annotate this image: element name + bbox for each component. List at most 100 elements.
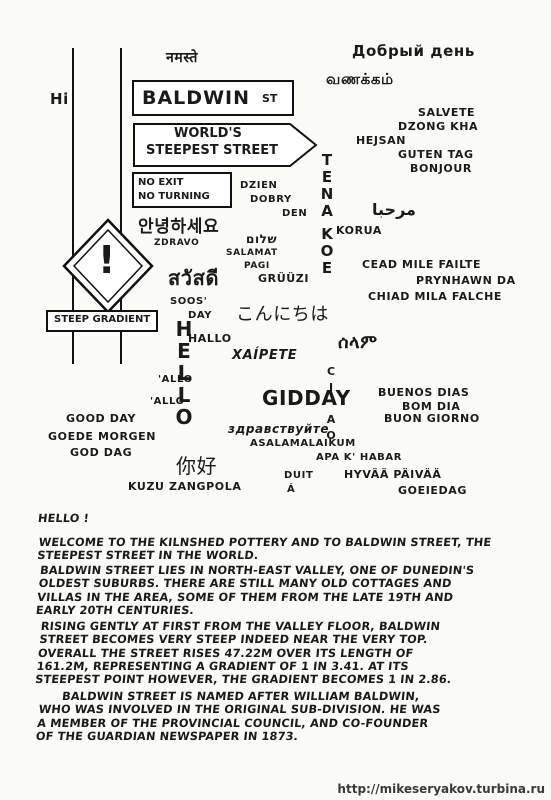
greeting-dzong-kha: DZONG KHA [398, 120, 479, 133]
p2-line: EARLY 20TH CENTURIES. [35, 603, 195, 617]
steepest-line1: WORLD'S [174, 126, 242, 141]
greeting-good-day: GOOD DAY [66, 412, 137, 425]
history-paragraph: BALDWIN STREET IS NAMED AFTER WILLIAM BA… [35, 690, 531, 743]
greeting-thai: สวัสดี [168, 266, 220, 290]
tena-letter: E [321, 168, 333, 186]
greeting-ia: Á [287, 484, 296, 495]
no-exit-sign: NO EXIT NO TURNING [132, 172, 232, 208]
hello-letter: E [177, 339, 191, 363]
steepest-street-arrow-sign [133, 123, 318, 167]
greeting-dzien: DZIEN [240, 180, 278, 191]
greeting-amharic: ሰላም [338, 332, 378, 353]
greeting-salvete: SALVETE [418, 106, 476, 119]
greeting-prynhawn: PRYNHAWN DA [416, 274, 516, 287]
ciao-letter: I [328, 381, 334, 394]
warning-exclamation: ! [98, 238, 116, 282]
greeting-duit: DUIT [284, 470, 314, 481]
greeting-chiad: CHIAD MILA FALCHE [368, 290, 503, 303]
hello-letter: H [175, 317, 193, 341]
greeting-japanese: こんにちは [236, 304, 329, 325]
p3-line: RISING GENTLY AT FIRST FROM THE VALLEY F… [40, 620, 441, 633]
p4-line: OF THE GUARDIAN NEWSPAPER IN 1873. [35, 729, 299, 743]
greeting-hyvaa: HYVÄÄ PÄIVÄÄ [344, 468, 442, 481]
p2-line: OLDEST SUBURBS. THERE ARE STILL MANY OLD… [38, 577, 453, 591]
p4-line: BALDWIN STREET IS NAMED AFTER WILLIAM BA… [61, 690, 421, 703]
sign-street-name: BALDWIN [142, 87, 250, 109]
greeting-zdravstvuyte: здравствуйте [228, 422, 330, 436]
no-exit-line2: NO TURNING [138, 191, 210, 202]
hello-letter: L [177, 383, 191, 407]
koe-letter: E [321, 259, 333, 277]
greeting-hi: Hi [50, 90, 69, 108]
greeting-bonjour: BONJOUR [410, 162, 472, 175]
p4-line: A MEMBER OF THE PROVINCIAL COUNCIL, AND … [36, 716, 429, 730]
greeting-apa: APA K' HABAR [316, 452, 403, 463]
hello-text: HELLO ! [37, 512, 90, 525]
greeting-gruezi: GRÜÜZI [258, 272, 310, 285]
steep-gradient-label: STEEP GRADIENT [54, 314, 151, 325]
steepest-line2: STEEPEST STREET [146, 143, 279, 158]
p3-line: STREET BECOMES VERY STEEP INDEED NEAR TH… [38, 633, 429, 647]
greeting-pagi: PAGI [244, 261, 270, 271]
greeting-hello-vertical: H E L L O [172, 318, 196, 428]
greeting-buenos: BUENOS DIAS [378, 386, 470, 399]
greeting-goede: GOEDE MORGEN [48, 430, 157, 443]
greeting-tamil: வணக்கம் [326, 70, 394, 88]
p1-line: STEEPEST STREET IN THE WORLD. [36, 549, 260, 563]
greeting-salamat: SALAMAT [226, 248, 278, 258]
greeting-asalam: ASALAMALAIKUM [250, 438, 356, 449]
greeting-hindi: नमस्ते [166, 50, 198, 66]
p3-line: STEEPEST POINT HOWEVER, THE GRADIENT BEC… [34, 673, 452, 687]
hello-letter: L [177, 361, 191, 385]
greeting-soos-day: DAY [188, 310, 213, 321]
ciao-letter: C [326, 365, 336, 378]
greeting-buon: BUON GIORNO [384, 412, 480, 425]
p3-line: 161.2M, REPRESENTING A GRADIENT OF 1 IN … [35, 659, 410, 673]
hello-letter: O [175, 405, 193, 429]
greeting-ciao-vertical: C I A O [324, 364, 338, 444]
greeting-gidday: GIDDAY [262, 386, 351, 410]
greeting-chinese: 你好 [176, 454, 218, 478]
tena-letter: A [321, 202, 333, 220]
hello-heading: HELLO ! [37, 512, 528, 525]
tena-letter: N [320, 185, 334, 203]
greeting-god-dag: GOD DAG [70, 446, 133, 459]
location-paragraph: BALDWIN STREET LIES IN NORTH-EAST VALLEY… [35, 564, 531, 617]
greeting-dobry: DOBRY [250, 194, 292, 205]
greeting-kuzu: KUZU ZANGPOLA [128, 480, 242, 493]
koe-letter: O [320, 242, 334, 260]
p3-line: OVERALL THE STREET RISES 47.22M OVER ITS… [37, 646, 415, 660]
greeting-russian: Добрый день [352, 42, 475, 60]
baldwin-st-sign: BALDWIN ST [132, 80, 294, 116]
greeting-hejsan: HEJSAN [356, 134, 407, 147]
greeting-den: DEN [282, 208, 308, 219]
greeting-hebrew: שלום [246, 232, 278, 246]
ciao-letter: A [326, 413, 336, 426]
greeting-zdravo: ZDRAVO [154, 238, 200, 248]
greeting-guten-tag: GUTEN TAG [398, 148, 474, 161]
greeting-xaipete: XAÍPETE [232, 348, 298, 363]
no-exit-line1: NO EXIT [138, 177, 184, 188]
tena-letter: T [321, 151, 333, 169]
greeting-goeiedag: GOEIEDAG [398, 484, 467, 497]
greeting-korean: 안녕하세요 [138, 217, 220, 237]
greeting-arabic: مرحبا [372, 200, 416, 219]
greeting-tena-koe: T E N A K O E [318, 152, 336, 277]
watermark-link[interactable]: http://mikeseryakov.turbina.ru [337, 782, 545, 796]
p2-line: VILLAS IN THE AREA, SOME OF THEM FROM TH… [36, 590, 454, 604]
gradient-paragraph: RISING GENTLY AT FIRST FROM THE VALLEY F… [35, 620, 532, 686]
sign-street-suffix: ST [262, 92, 278, 105]
p4-line: WHO WAS INVOLVED IN THE ORIGINAL SUB-DIV… [38, 703, 442, 717]
greeting-soos: SOOS' [170, 296, 208, 307]
greeting-korua: KORUA [336, 224, 382, 237]
p2-line: BALDWIN STREET LIES IN NORTH-EAST VALLEY… [39, 564, 475, 577]
greeting-bom: BOM DIA [402, 400, 461, 413]
ciao-letter: O [326, 429, 336, 442]
greeting-allo-2: 'ALLO [150, 396, 185, 407]
intro-paragraph: WELCOME TO THE KILNSHED POTTERY AND TO B… [37, 536, 530, 563]
koe-letter: K [321, 225, 333, 243]
greeting-cead: CEAD MILE FAILTE [362, 258, 482, 271]
sign-pole [72, 48, 124, 364]
p1-line: WELCOME TO THE KILNSHED POTTERY AND TO B… [38, 536, 492, 549]
greeting-hallo: HALLO [188, 332, 232, 345]
